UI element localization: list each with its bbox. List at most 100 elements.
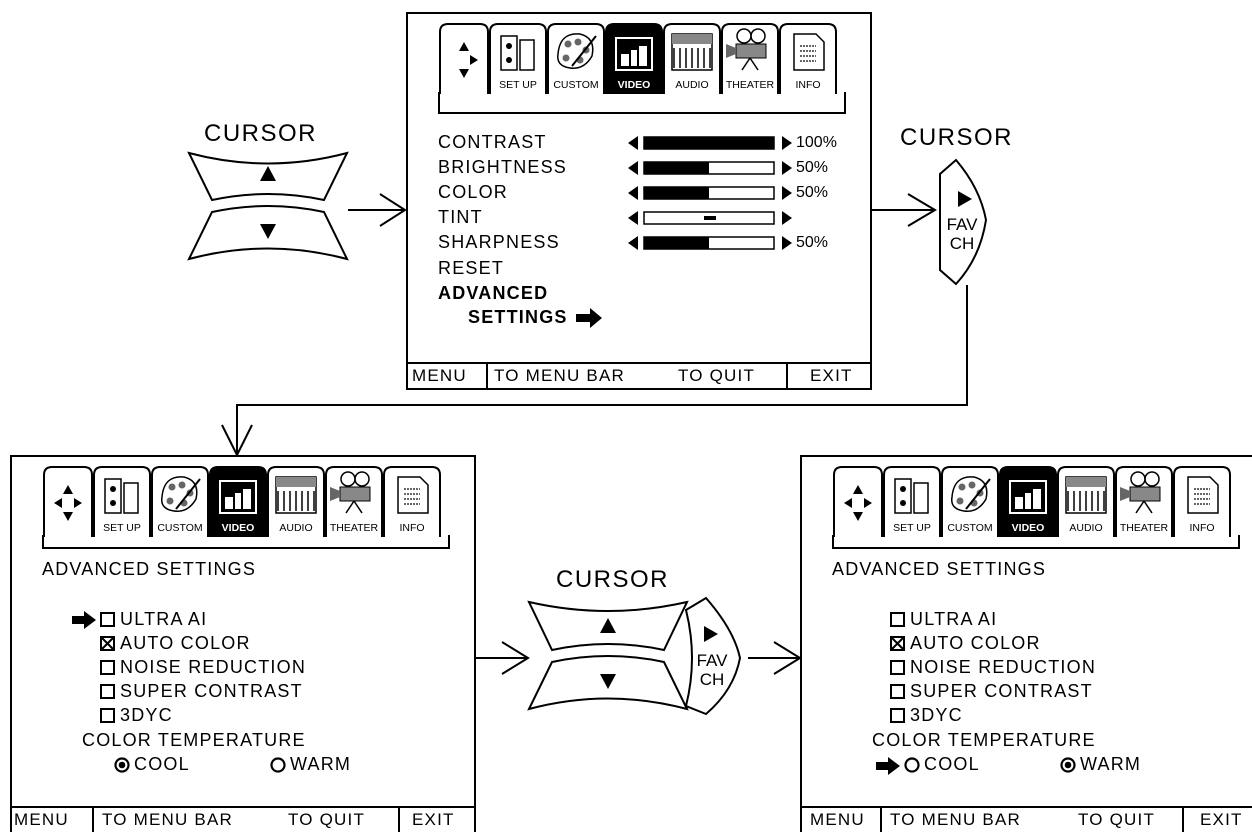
tab-video[interactable]: VIDEO [605,23,663,94]
nav-tab[interactable] [439,23,489,94]
tab-theater[interactable]: THEATER [325,466,383,537]
tab-video[interactable]: VIDEO [999,466,1057,537]
radio-icon[interactable] [1060,756,1078,774]
tab-audio[interactable]: AUDIO [267,466,325,537]
footer-divider [486,364,488,388]
keyboard-icon [671,33,713,71]
down-arrow-icon [260,224,276,239]
cursor-label: CURSOR [204,120,318,147]
menu-item-reset[interactable]: RESET [438,258,505,278]
tab-custom[interactable]: CUSTOM [151,466,209,537]
option-label: NOISE REDUCTION [910,657,1097,677]
footer-to-quit: TO QUIT [678,366,756,385]
tab-set-up[interactable]: SET UP [883,466,941,537]
option-label: ULTRA AI [910,609,998,629]
projector-icon [726,28,767,71]
menu-item-advanced-settings[interactable]: SETTINGS [468,307,568,327]
footer-divider [786,364,788,388]
color-slider[interactable] [626,183,826,203]
radio-label: COOL [134,754,190,774]
tab-theater[interactable]: THEATER [1115,466,1173,537]
checkbox-icon[interactable] [890,708,906,724]
tab-audio[interactable]: AUDIO [1057,466,1115,537]
up-arrow-icon [600,618,616,633]
tab-set-up[interactable]: SET UP [93,466,151,537]
cursor-pad[interactable] [187,151,349,264]
checkbox-icon[interactable] [890,636,906,652]
option-label: SUPER CONTRAST [910,681,1093,701]
checkbox-icon[interactable] [890,660,906,676]
up-arrow-icon [853,485,863,494]
tab-label: INFO [795,79,820,91]
checkbox-icon[interactable] [890,684,906,700]
menu-item-advanced[interactable]: ADVANCED [438,283,549,303]
tab-video[interactable]: VIDEO [209,466,267,537]
footer-divider [1182,808,1184,832]
sharpness-slider[interactable] [626,233,826,253]
menu-item-sharpness[interactable]: SHARPNESS [438,232,560,252]
advanced-settings-title: ADVANCED SETTINGS [42,559,257,579]
menu-item-contrast[interactable]: CONTRAST [438,132,547,152]
nav-tab[interactable] [43,466,93,537]
fav-ch-button[interactable]: FAV CH [936,158,996,288]
tab-info[interactable]: INFO [1173,466,1231,537]
palette-icon [161,476,201,512]
color-temperature-label: COLOR TEMPERATURE [872,730,1096,750]
decrease-arrow-icon [628,136,638,150]
picture-icon [219,480,257,514]
slider-center-marker [704,216,716,220]
tab-label: VIDEO [222,522,255,534]
cursor-pad[interactable]: FAV CH [527,596,748,716]
tint-slider[interactable] [626,208,826,228]
option-label: 3DYC [910,705,963,725]
footer-to-quit: TO QUIT [288,810,366,829]
footer-to-menu-bar: TO MENU BAR [890,810,1021,829]
cursor-label: CURSOR [556,566,670,593]
slider-fill [644,187,709,199]
increase-arrow-icon [782,136,792,150]
contrast-slider[interactable] [626,133,826,153]
brightness-slider[interactable] [626,158,826,178]
checkbox-icon[interactable] [100,636,116,652]
svg-text:FAV: FAV [697,651,729,670]
up-arrow-icon [459,42,469,51]
checkbox-icon[interactable] [890,612,906,628]
up-arrow-icon [63,485,73,494]
outlet-icon [500,35,535,71]
footer-divider [398,808,400,832]
footer-to-menu-bar: TO MENU BAR [102,810,233,829]
tab-label: AUDIO [675,79,708,91]
checkbox-icon[interactable] [100,684,116,700]
menu-item-tint[interactable]: TINT [438,207,483,227]
radio-icon[interactable] [270,756,288,774]
tab-info[interactable]: INFO [383,466,441,537]
tab-set-up[interactable]: SET UP [489,23,547,94]
menu-item-brightness[interactable]: BRIGHTNESS [438,157,568,177]
nav-tab[interactable] [833,466,883,537]
slider-fill [644,137,774,149]
radio-icon[interactable] [114,756,132,774]
tab-info[interactable]: INFO [779,23,837,94]
menu-item-color[interactable]: COLOR [438,182,509,202]
checkbox-icon[interactable] [100,660,116,676]
tab-theater[interactable]: THEATER [721,23,779,94]
palette-icon [557,33,597,69]
tab-custom[interactable]: CUSTOM [547,23,605,94]
checkbox-icon[interactable] [100,612,116,628]
up-arrow-icon [260,166,276,181]
svg-text:CH: CH [700,670,725,689]
tab-label: VIDEO [1012,522,1045,534]
tab-custom[interactable]: CUSTOM [941,466,999,537]
tab-label: SET UP [499,79,537,91]
radio-icon[interactable] [904,756,922,774]
increase-arrow-icon [782,161,792,175]
projector-icon [1120,471,1161,514]
right-arrow-icon [704,626,718,642]
picture-icon [1009,480,1047,514]
tab-audio[interactable]: AUDIO [663,23,721,94]
checkbox-icon[interactable] [100,708,116,724]
pointer-arrow-icon [72,611,96,629]
